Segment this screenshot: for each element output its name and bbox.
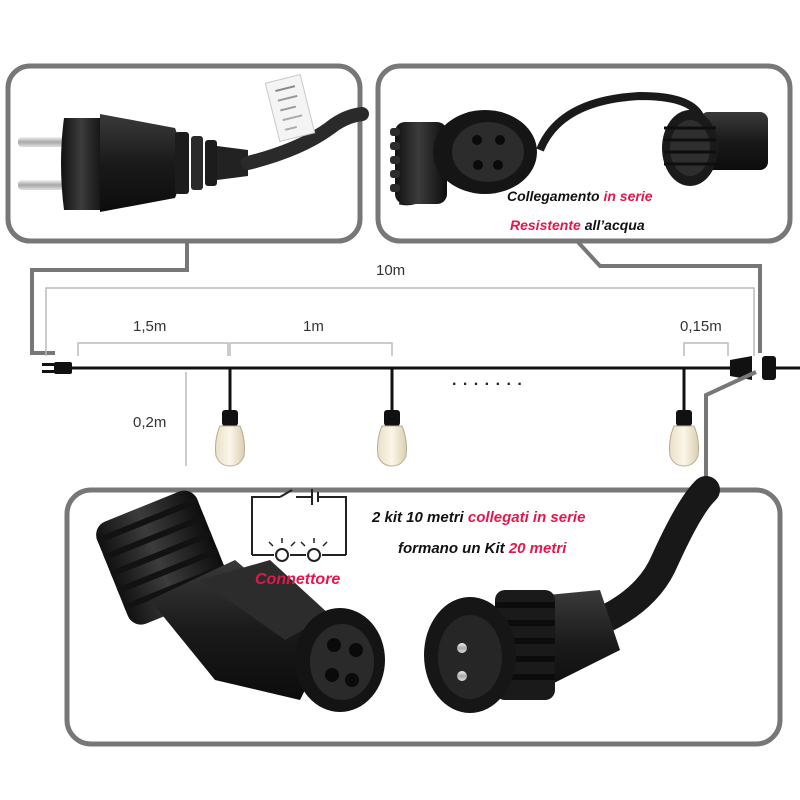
caption-highlight: in serie [603,188,653,204]
connector-icon [390,91,768,206]
circuit-icon [251,489,347,562]
dimension-end-gap-label: 0,15m [680,318,722,335]
dimension-end-gap [683,342,729,356]
caption-text: formano un Kit [398,540,509,557]
bulb-icon [669,368,699,467]
caption-text: all’acqua [580,217,645,233]
kit-caption-line1: 2 kit 10 metri collegati in serie [372,509,585,526]
bottom-callout-line [704,370,757,490]
waterproof-caption: Resistente all’acqua [510,217,645,233]
caption-text: 2 kit 10 metri [372,509,468,526]
female-connector-icon [96,490,385,712]
caption-highlight: 20 metri [508,540,567,557]
dimension-total-label: 10m [376,262,406,279]
dimension-drop-label: 0,2m [133,414,167,431]
caption-text: Collegamento [507,188,604,204]
kit-caption-line2: formano un Kit 20 metri [398,540,566,557]
dimension-first-gap-label: 1,5m [133,318,167,335]
string-light-diagram [42,287,800,490]
caption-highlight: collegati in serie [467,509,586,526]
dimension-total [45,287,755,356]
bulb-icon [215,368,245,467]
dimension-first-gap [77,342,229,356]
dimension-spacing-label: 1m [303,318,324,335]
caption-highlight: Resistente [510,217,581,233]
cable-plug-icon [42,362,72,374]
dimension-spacing [229,342,393,356]
cable-end-connector-icon [730,356,776,380]
continuation-dots: . . . . . . . [452,372,523,389]
plug-icon [18,73,369,212]
connector-panel [375,63,793,353]
connector-label: Connettore [255,571,341,588]
bulb-icon [377,368,407,467]
male-connector-icon [424,476,720,713]
series-connection-caption: Collegamento in serie [507,188,653,204]
